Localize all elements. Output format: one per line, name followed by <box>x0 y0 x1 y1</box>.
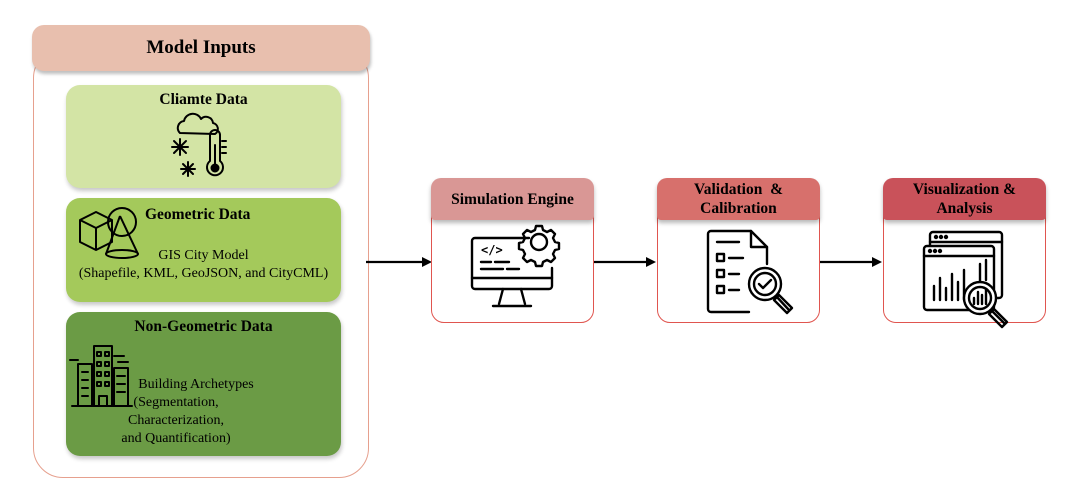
weather-thermometer-icon <box>171 112 227 177</box>
non-geometric-data-line2: (Segmentation, <box>133 395 219 410</box>
simulation-engine-title: Simulation Engine <box>451 190 574 208</box>
svg-text:</>: </> <box>481 243 503 257</box>
validation-title-line1: Validation & <box>693 181 783 198</box>
arrow-simulation-to-validation <box>594 257 656 267</box>
non-geometric-data-card: Non-Geometric Data Building Archetypes (… <box>66 312 341 456</box>
geometric-data-line2: (Shapefile, KML, GeoJSON, and CityCML) <box>78 266 329 281</box>
city-buildings-icon <box>69 345 133 407</box>
model-inputs-header: Model Inputs <box>32 25 370 71</box>
non-geometric-data-line1: Building Archetypes <box>138 377 254 392</box>
visualization-title-line1: Visualization & <box>912 181 1017 198</box>
visualization-analysis-header: Visualization & Analysis <box>883 178 1046 220</box>
arrow-inputs-to-simulation <box>366 257 432 267</box>
climate-data-card: Cliamte Data <box>66 85 341 188</box>
arrow-validation-to-visualization <box>820 257 882 267</box>
document-checklist-magnifier-icon <box>706 229 794 315</box>
simulation-engine-header: Simulation Engine <box>431 178 594 220</box>
visualization-title-line2: Analysis <box>936 200 993 217</box>
computer-code-gear-icon: </> <box>470 224 561 308</box>
model-inputs-title: Model Inputs <box>146 37 256 58</box>
3d-shapes-icon <box>79 207 139 259</box>
geometric-data-title: Geometric Data <box>145 206 251 223</box>
non-geometric-data-title: Non-Geometric Data <box>134 318 273 335</box>
climate-data-title: Cliamte Data <box>159 91 248 108</box>
non-geometric-data-line4: and Quantification) <box>121 431 231 446</box>
analytics-chart-magnifier-icon <box>922 230 1009 329</box>
validation-calibration-header: Validation & Calibration <box>657 178 820 220</box>
geometric-data-line1: GIS City Model <box>158 248 249 263</box>
geometric-data-card: Geometric Data GIS City Model (Shapefile… <box>66 198 341 302</box>
validation-title-line2: Calibration <box>700 200 777 217</box>
non-geometric-data-line3: Characterization, <box>127 413 224 428</box>
